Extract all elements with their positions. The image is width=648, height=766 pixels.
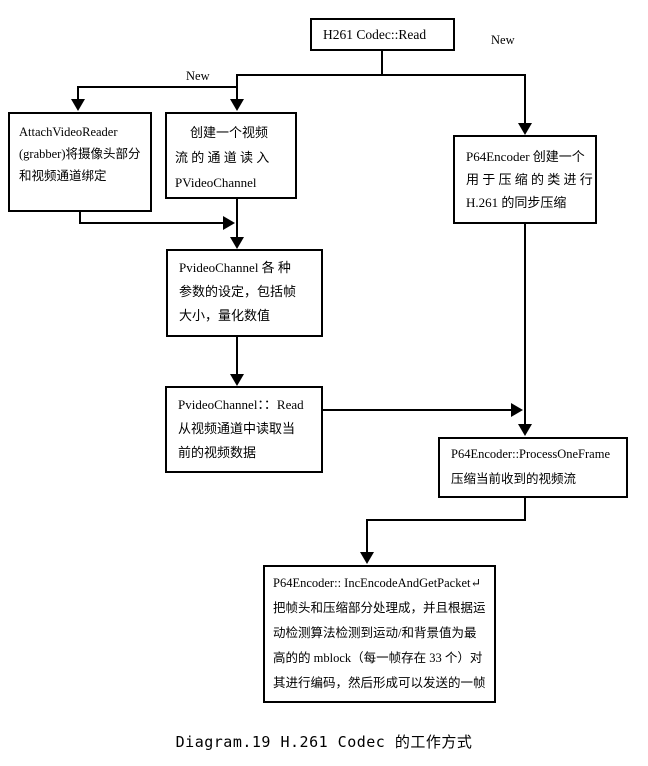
box-line: 流 的 通 道 读 入 [175, 150, 270, 165]
box-line: H.261 的同步压缩 [466, 195, 567, 210]
arrowhead-down-icon [360, 552, 374, 564]
flowchart-box-attach-video-reader: AttachVideoReader (grabber)将摄像头部分 和视频通道绑… [8, 112, 152, 212]
box-line: 大小，量化数值 [179, 308, 271, 323]
connector-top-horizontal-left [77, 86, 238, 88]
box-line: 参数的设定，包括帧 [179, 284, 297, 299]
flowchart-box-h261-codec-read: H261 Codec::Read [310, 18, 455, 51]
connector-bottom-horizontal [366, 519, 526, 521]
arrowhead-down-icon [518, 123, 532, 135]
box-line: H261 Codec::Read [323, 26, 427, 42]
arrowhead-down-icon [71, 99, 85, 111]
connector-procframe-out [524, 497, 526, 521]
box-line: 前的视频数据 [178, 445, 257, 460]
connector-bottom-drop [366, 519, 368, 554]
box-line: 创建一个视频 [190, 125, 269, 140]
box-line: P64Encoder::ProcessOneFrame [451, 447, 610, 461]
arrowhead-right-icon [223, 216, 235, 230]
arrowhead-down-icon [230, 99, 244, 111]
connector-midbox-drop [236, 86, 238, 101]
connector-step-down [236, 74, 238, 88]
box-line: 动检测算法检测到运动/和背景值为最 [273, 626, 477, 640]
flowchart-box-channel-read: PvideoChannel：：Read 从视频通道中读取当 前的视频数据 [165, 386, 323, 473]
box-line: P64Encoder:: IncEncodeAndGetPacket↵ [273, 576, 481, 590]
box-line: PVideoChannel [175, 175, 257, 190]
box-line: P64Encoder 创建一个 [466, 149, 585, 164]
box-line: 把帧头和压缩部分处理成，并且根据运 [273, 601, 486, 615]
connector-leftbox-out [79, 212, 81, 224]
connector-topbox-drop [381, 50, 383, 75]
arrowhead-down-icon [518, 424, 532, 436]
box-line: 和视频通道绑定 [19, 169, 107, 183]
flowchart-box-create-video-channel: 创建一个视频 流 的 通 道 读 入 PVideoChannel [165, 112, 297, 199]
box-line: PvideoChannel：：Read [178, 397, 304, 412]
flowchart-box-channel-params: PvideoChannel 各 种 参数的设定，包括帧 大小，量化数值 [166, 249, 323, 337]
flowchart-box-process-one-frame: P64Encoder::ProcessOneFrame 压缩当前收到的视频流 [438, 437, 628, 498]
arrowhead-right-icon [511, 403, 523, 417]
label-new-right: New [491, 33, 515, 47]
connector-read-to-right [323, 409, 512, 411]
connector-create-to-params [236, 199, 238, 239]
flowchart-box-inc-encode-get-packet: P64Encoder:: IncEncodeAndGetPacket↵ 把帧头和… [263, 565, 496, 703]
box-line: AttachVideoReader [19, 125, 118, 139]
connector-leftbox-join [79, 222, 225, 224]
connector-right-drop [524, 74, 526, 124]
label-new-left: New [186, 69, 210, 83]
box-line: 从视频通道中读取当 [178, 421, 296, 436]
box-line: 其进行编码，然后形成可以发送的一帧 [273, 676, 486, 690]
arrowhead-down-icon [230, 237, 244, 249]
diagram-caption: Diagram.19 H.261 Codec 的工作方式 [175, 733, 473, 751]
connector-leftbox-drop [77, 86, 79, 101]
box-line: (grabber)将摄像头部分 [19, 147, 141, 161]
connector-p64-long-drop [524, 224, 526, 425]
box-line: 高的的 mblock（每一帧存在 33 个）对 [273, 651, 483, 665]
box-line: 用 于 压 缩 的 类 进 行 [466, 172, 593, 187]
arrowhead-down-icon [230, 374, 244, 386]
box-line: PvideoChannel 各 种 [179, 260, 291, 275]
flowchart-box-p64encoder-create: P64Encoder 创建一个 用 于 压 缩 的 类 进 行 H.261 的同… [453, 135, 597, 224]
box-line: 压缩当前收到的视频流 [451, 472, 577, 486]
connector-params-to-read [236, 337, 238, 375]
connector-top-horizontal-right [236, 74, 526, 76]
